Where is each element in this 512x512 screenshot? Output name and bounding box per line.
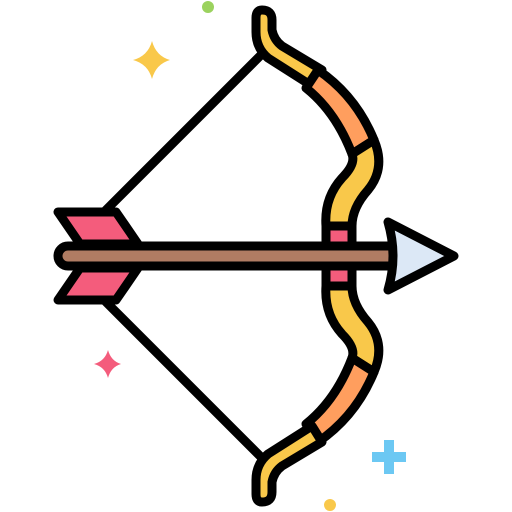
bow xyxy=(251,5,384,507)
sparkle-pink-icon xyxy=(94,350,121,378)
bow-lower-orange xyxy=(301,353,379,447)
decorations xyxy=(94,1,406,511)
bow-upper-curve xyxy=(321,135,384,231)
dot-yellow-icon xyxy=(324,499,336,511)
plus-blue-icon xyxy=(372,440,406,474)
arrow-shaft xyxy=(53,241,403,271)
fletching-bottom xyxy=(53,263,143,305)
sparkle-yellow-icon xyxy=(133,41,170,79)
bow-string xyxy=(99,43,273,469)
dot-green-icon xyxy=(202,1,214,13)
fletching-top xyxy=(53,207,143,249)
arrowhead xyxy=(383,217,459,295)
bow-lower-tip xyxy=(251,421,327,507)
arrow xyxy=(53,207,459,305)
